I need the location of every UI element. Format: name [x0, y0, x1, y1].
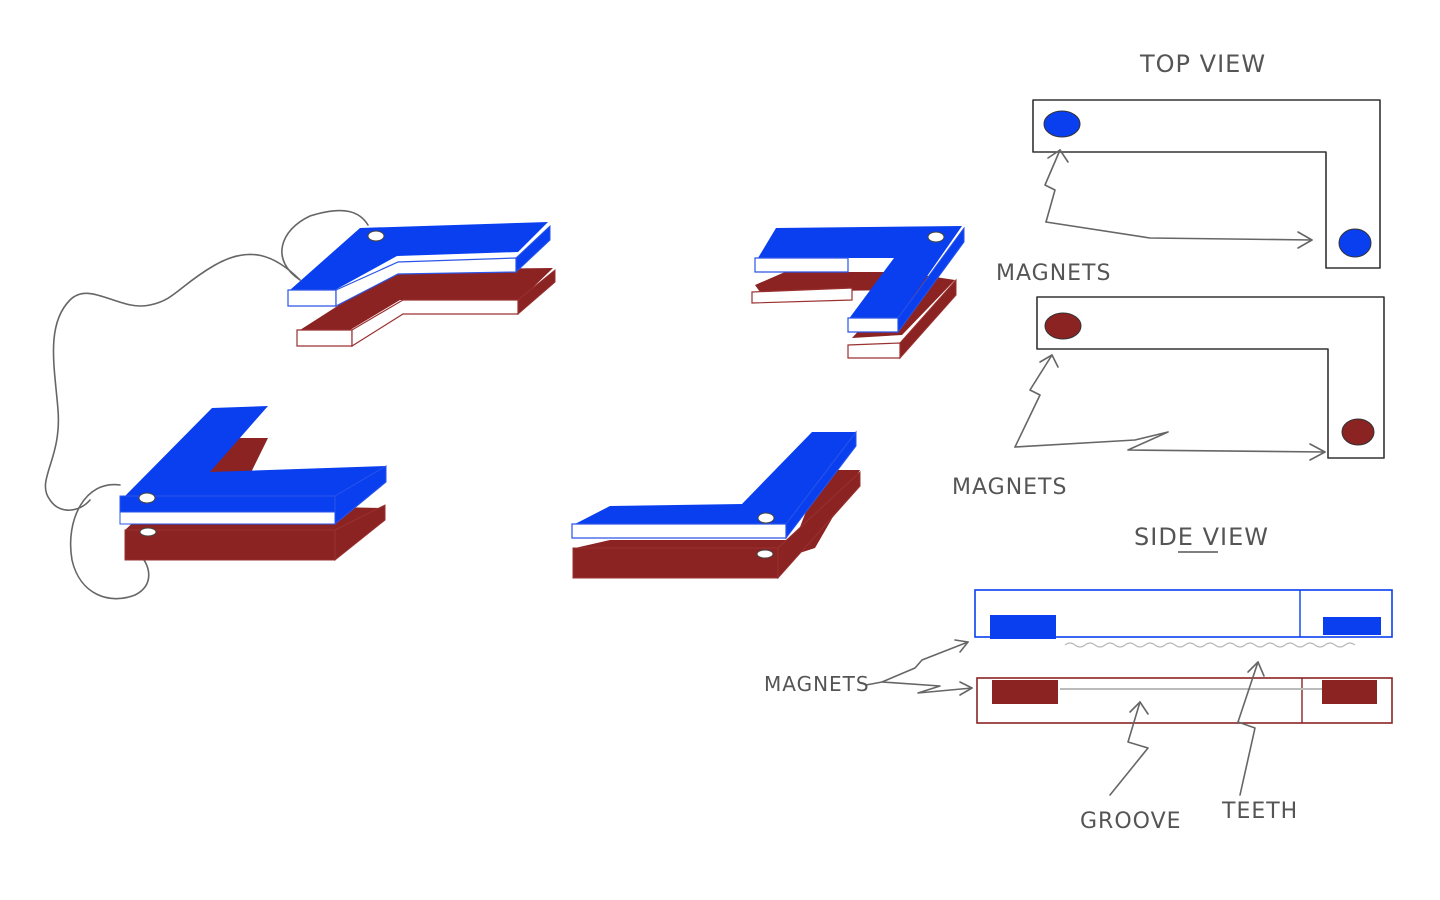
- magnets-label-red: MAGNETS: [952, 475, 1067, 500]
- teeth-label: TEETH: [1221, 799, 1298, 824]
- groove-arrow: [1109, 701, 1149, 796]
- magnet-hole: [927, 231, 945, 243]
- top-view-blue-piece: [1032, 99, 1381, 269]
- blue-piece-outline: [1032, 99, 1381, 269]
- red-plate: [296, 268, 556, 348]
- top-view-red-piece: [1036, 296, 1385, 459]
- groove-label: GROOVE: [1080, 809, 1182, 834]
- magnet-hole: [138, 492, 156, 504]
- teeth-profile: [1064, 642, 1356, 648]
- red-magnet: [1044, 312, 1082, 340]
- corner-piece-top-right: [751, 226, 965, 360]
- blue-plate: [119, 406, 387, 526]
- red-magnet-side: [992, 680, 1058, 704]
- blue-plate: [287, 222, 551, 307]
- side-view-red-plate: [976, 677, 1393, 724]
- magnet-hole: [757, 512, 775, 524]
- red-magnet: [1341, 418, 1375, 446]
- cable-loop: [44, 209, 369, 600]
- magnets-arrows-blue: [1044, 149, 1313, 249]
- blue-magnet: [1338, 228, 1372, 258]
- side-magnets-arrows: [865, 639, 973, 696]
- blue-magnet-side: [990, 615, 1056, 639]
- side-view-blue-plate: [974, 589, 1393, 648]
- blue-magnet-side: [1323, 617, 1381, 635]
- magnets-label-side: MAGNETS: [764, 672, 870, 696]
- magnet-hole: [139, 527, 157, 537]
- top-view-title: TOP VIEW: [1139, 50, 1266, 78]
- blue-magnet: [1043, 110, 1081, 138]
- side-view-title: SIDE VIEW: [1134, 523, 1269, 551]
- blue-plate: [754, 226, 965, 334]
- red-piece-outline: [1036, 296, 1385, 459]
- corner-piece-bottom-left: [119, 406, 387, 562]
- teeth-arrow: [1237, 661, 1265, 796]
- magnet-hole: [756, 549, 774, 559]
- corner-piece-bottom-middle: [571, 430, 861, 580]
- red-magnet-side: [1322, 680, 1377, 704]
- magnets-arrows-red: [1014, 354, 1326, 461]
- magnet-hole: [367, 230, 385, 242]
- corner-piece-top-left: [287, 222, 556, 348]
- magnets-label-blue: MAGNETS: [996, 261, 1111, 286]
- blue-plate: [571, 430, 857, 540]
